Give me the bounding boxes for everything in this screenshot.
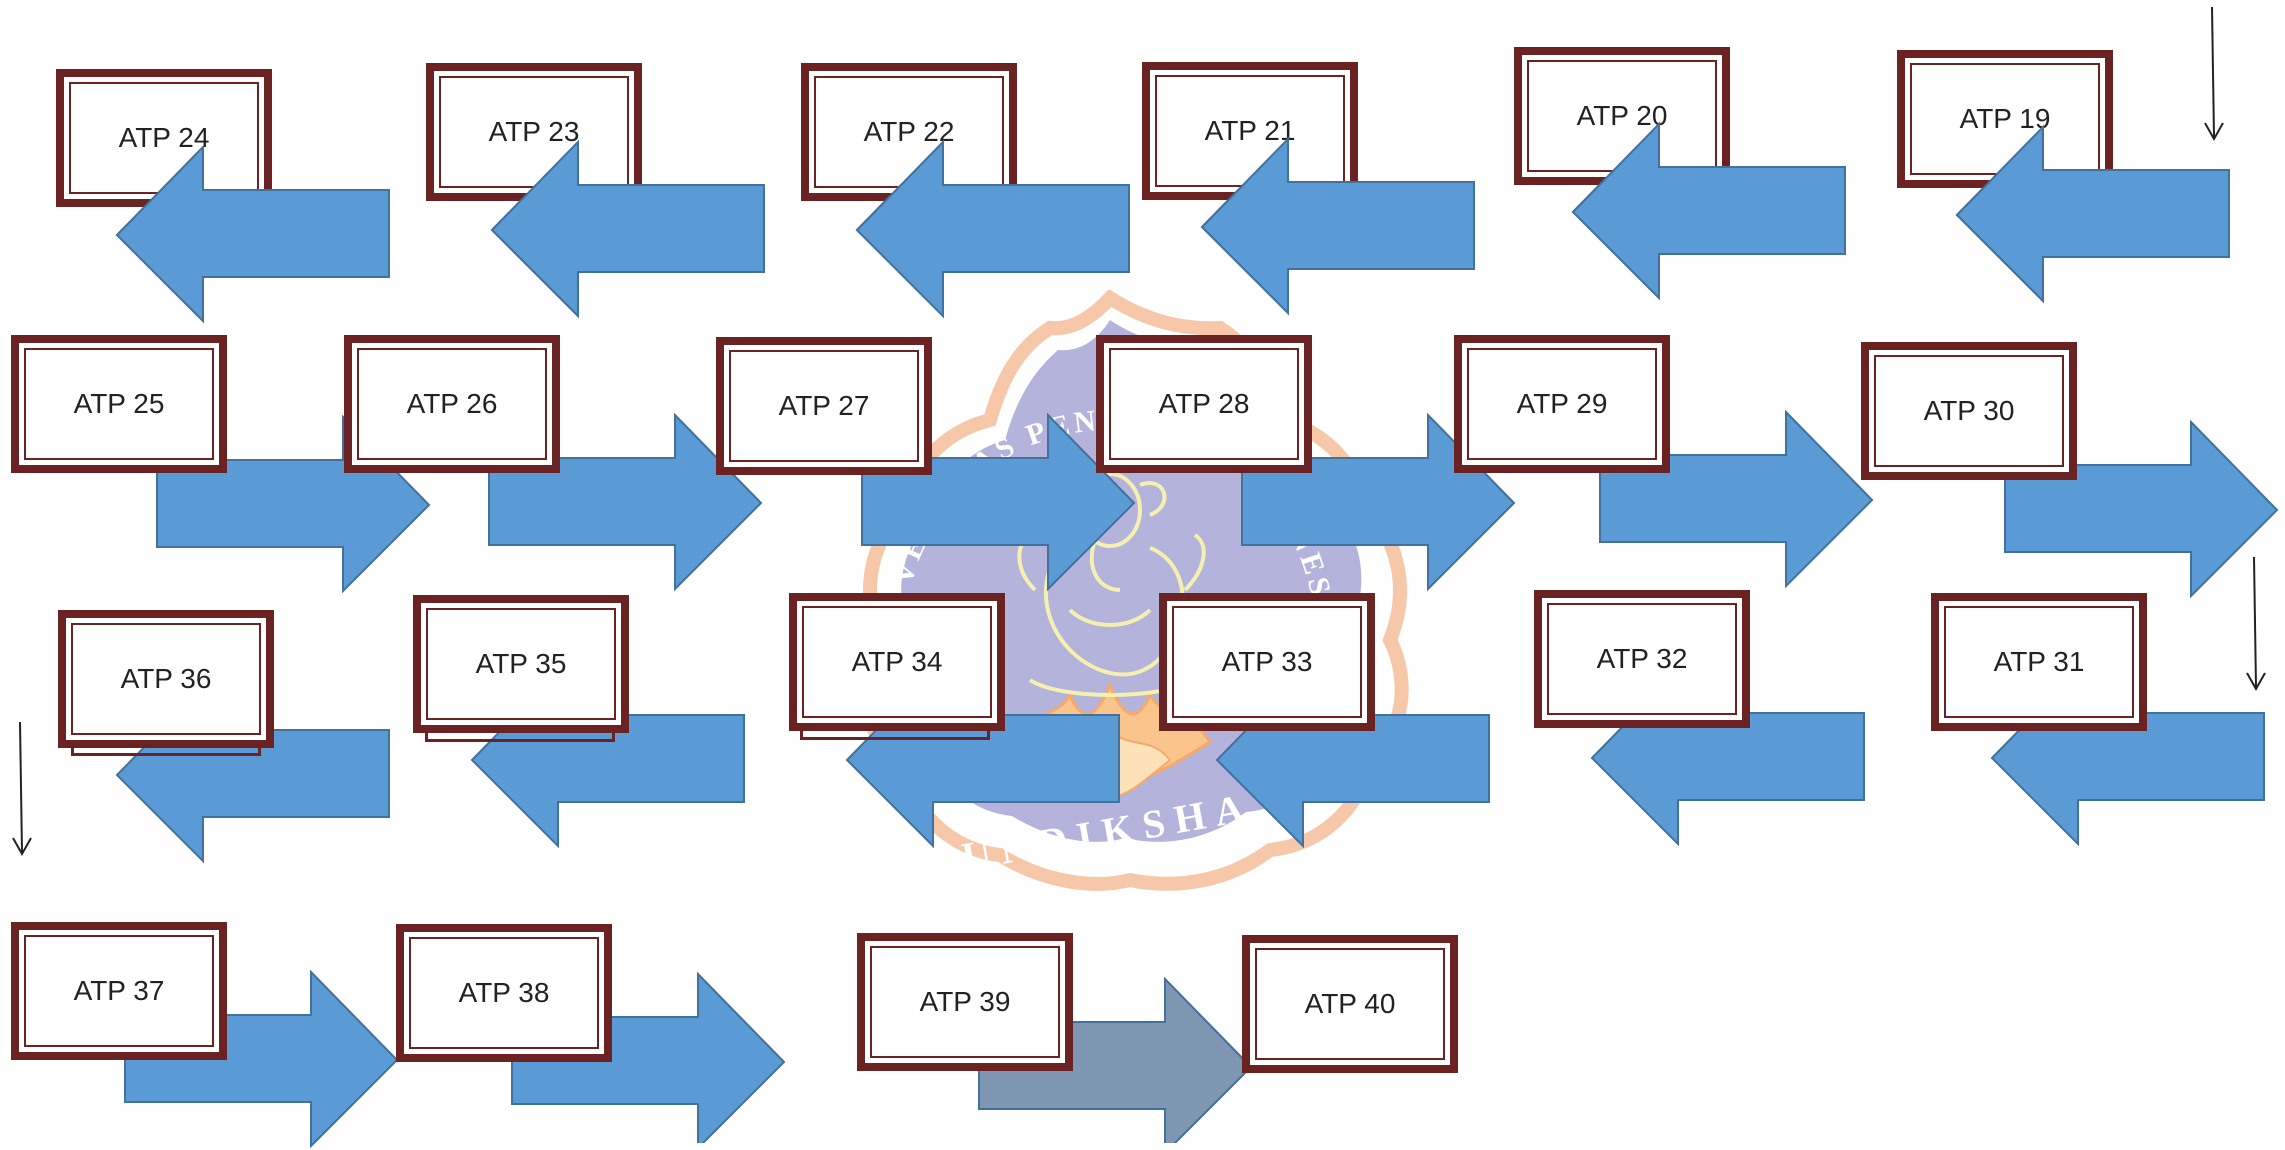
atp-label: ATP 35	[475, 648, 567, 679]
atp-box: ATP 22	[801, 63, 1017, 201]
atp-box: ATP 21	[1142, 62, 1358, 200]
atp-box: ATP 30	[1861, 342, 2077, 480]
atp-box: ATP 33	[1159, 593, 1375, 731]
atp-label: ATP 37	[73, 975, 165, 1006]
atp-box: ATP 34	[789, 593, 1005, 731]
atp-label: ATP 27	[778, 390, 870, 421]
atp-label: ATP 38	[458, 977, 550, 1008]
atp-label: ATP 30	[1923, 395, 2015, 426]
atp-box: ATP 24	[56, 69, 272, 207]
atp-label: ATP 24	[118, 122, 210, 153]
atp-label: ATP 23	[488, 116, 580, 147]
atp-box: ATP 19	[1897, 50, 2113, 188]
down-arrow-right	[2246, 556, 2266, 692]
atp-box: ATP 23	[426, 63, 642, 201]
atp-label: ATP 26	[406, 388, 498, 419]
atp-box: ATP 36	[58, 610, 274, 748]
atp-box: ATP 40	[1242, 935, 1458, 1073]
atp-label: ATP 34	[851, 646, 943, 677]
atp-box: ATP 31	[1931, 593, 2147, 731]
atp-label: ATP 31	[1993, 646, 2085, 677]
atp-label: ATP 29	[1516, 388, 1608, 419]
atp-label: ATP 20	[1576, 100, 1668, 131]
atp-label: ATP 22	[863, 116, 955, 147]
atp-label: ATP 39	[919, 986, 1011, 1017]
atp-box: ATP 27	[716, 337, 932, 475]
atp-box: ATP 29	[1454, 335, 1670, 473]
atp-label: ATP 21	[1204, 115, 1296, 146]
down-arrow-top-right	[2204, 6, 2224, 142]
atp-label: ATP 19	[1959, 103, 2051, 134]
atp-box: ATP 28	[1096, 335, 1312, 473]
atp-box: ATP 20	[1514, 47, 1730, 185]
atp-label: ATP 28	[1158, 388, 1250, 419]
atp-box: ATP 25	[11, 335, 227, 473]
atp-box: ATP 39	[857, 933, 1073, 1071]
atp-box: ATP 26	[344, 335, 560, 473]
atp-label: ATP 32	[1596, 643, 1688, 674]
atp-label: ATP 36	[120, 663, 212, 694]
atp-label: ATP 40	[1304, 988, 1396, 1019]
atp-box: ATP 38	[396, 924, 612, 1062]
down-arrow-left	[12, 721, 32, 857]
atp-label: ATP 33	[1221, 646, 1313, 677]
atp-box: ATP 35	[413, 595, 629, 733]
atp-box: ATP 32	[1534, 590, 1750, 728]
atp-box: ATP 37	[11, 922, 227, 1060]
atp-label: ATP 25	[73, 388, 165, 419]
